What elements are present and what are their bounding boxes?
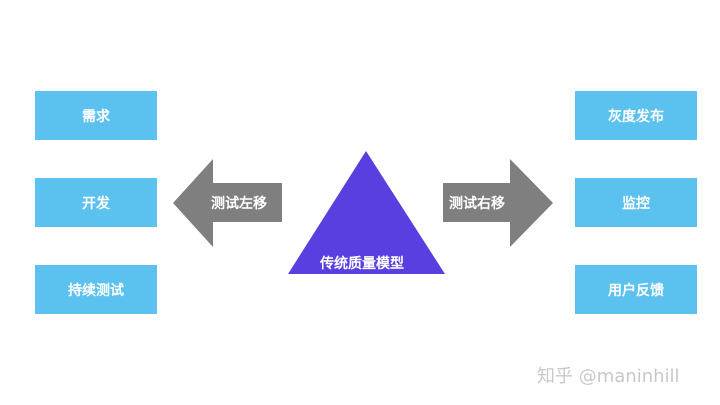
triangle-label: 传统质量模型 <box>320 256 404 272</box>
left-arrow <box>173 159 282 247</box>
box-user-feedback: 用户反馈 <box>575 265 697 314</box>
quality-triangle <box>288 151 445 274</box>
right-arrow <box>443 159 553 247</box>
left-arrow-label: 测试左移 <box>211 196 267 212</box>
watermark: 知乎 @maninhill <box>537 366 680 387</box>
box-development: 开发 <box>35 178 157 227</box>
box-monitoring: 监控 <box>575 178 697 227</box>
box-gray-release: 灰度发布 <box>575 91 697 140</box>
box-continuous-testing: 持续测试 <box>35 265 157 314</box>
box-requirements: 需求 <box>35 91 157 140</box>
right-arrow-label: 测试右移 <box>449 196 505 212</box>
